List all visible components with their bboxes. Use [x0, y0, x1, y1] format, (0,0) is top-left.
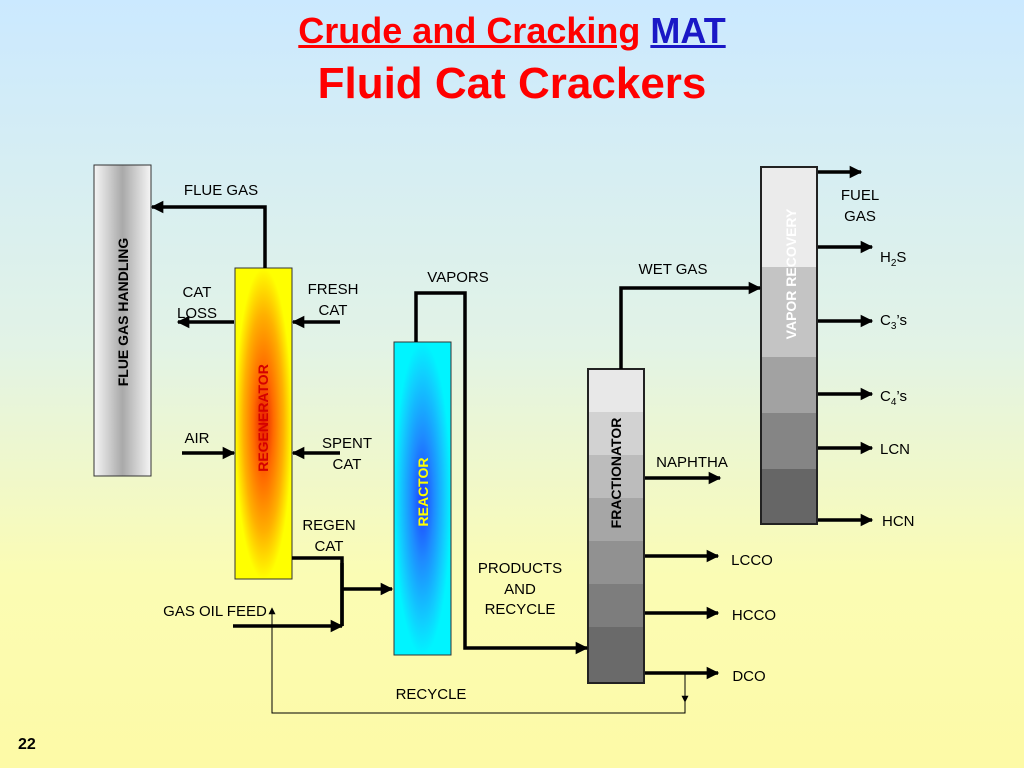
products-recycle-label-line3: RECYCLE — [485, 601, 556, 618]
regen-cat-label-line2: CAT — [315, 538, 344, 555]
fuel-gas-label-line2: GAS — [844, 208, 876, 225]
spent-cat-label-line2: CAT — [333, 456, 362, 473]
c4s-subscript: 4 — [891, 397, 897, 408]
title-line-2: Fluid Cat Crackers — [317, 59, 707, 108]
c4s-label: C4’s — [880, 388, 907, 408]
naphtha-label: NAPHTHA — [656, 454, 728, 471]
lcco-label: LCCO — [731, 552, 773, 569]
vapor-recovery-column — [760, 166, 818, 525]
regenerator-label: REGENERATOR — [255, 364, 271, 472]
wet-gas-label: WET GAS — [639, 261, 708, 278]
reactor-label: REACTOR — [415, 458, 431, 527]
flue-gas-handling-label: FLUE GAS HANDLING — [115, 238, 131, 387]
vapors-products-line — [414, 291, 589, 655]
cat-loss-label-line1: CAT — [183, 284, 212, 301]
c3s-subscript: 3 — [891, 321, 897, 332]
fractionator-column — [587, 368, 645, 684]
regenerator-vessel — [234, 267, 293, 580]
vapor-recovery-label: VAPOR RECOVERY — [783, 208, 799, 339]
page-number: 22 — [18, 736, 36, 753]
flue-gas-handling-unit — [93, 164, 152, 477]
wet-gas-line — [619, 281, 762, 369]
vapors-label: VAPORS — [427, 269, 488, 286]
fresh-cat-label-line2: CAT — [319, 302, 348, 319]
hcn-label: HCN — [882, 513, 915, 530]
h2s-subscript: 2 — [891, 258, 897, 269]
products-recycle-label-line1: PRODUCTS — [478, 560, 562, 577]
recycle-label: RECYCLE — [396, 686, 467, 703]
recycle-return-line — [268, 607, 686, 714]
reactor-vessel — [393, 341, 452, 656]
cat-loss-label-line2: LOSS — [177, 305, 217, 322]
flue-gas-label: FLUE GAS — [184, 182, 258, 199]
c3s-label: C3’s — [880, 312, 907, 332]
fuel-gas-label-line1: FUEL — [841, 187, 879, 204]
gas-oil-feed-label: GAS OIL FEED — [163, 603, 267, 620]
c3s-main: C — [880, 312, 891, 329]
h2s-label: H2S — [880, 249, 906, 269]
regen-cat-label-line1: REGEN — [302, 517, 355, 534]
regen-cat-line — [292, 556, 344, 626]
title-crude-and-cracking: Crude and Cracking — [298, 10, 641, 51]
h2s-main: H — [880, 249, 891, 266]
lcn-label: LCN — [880, 441, 910, 458]
hcco-label: HCCO — [732, 607, 776, 624]
c4s-tail: ’s — [896, 388, 907, 405]
h2s-tail: S — [896, 249, 906, 266]
dco-label: DCO — [732, 668, 765, 685]
c3s-tail: ’s — [896, 312, 907, 329]
fractionator-label: FRACTIONATOR — [608, 418, 624, 529]
fresh-cat-label-line1: FRESH — [308, 281, 359, 298]
air-label: AIR — [184, 430, 209, 447]
flue-gas-line — [150, 200, 267, 268]
c4s-main: C — [880, 388, 891, 405]
products-recycle-label-line2: AND — [504, 581, 536, 598]
spent-cat-label-line1: SPENT — [322, 435, 372, 452]
title-mat: MAT — [650, 10, 726, 51]
